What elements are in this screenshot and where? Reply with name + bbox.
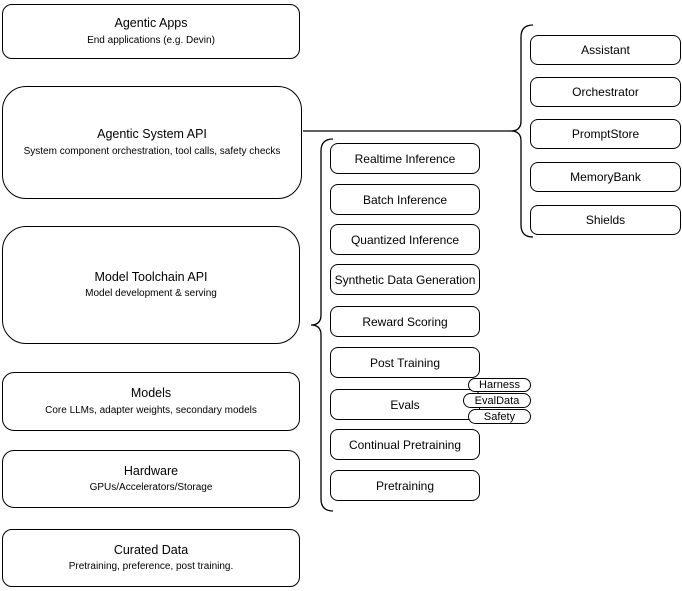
- tag-evaldata: EvalData: [463, 393, 531, 408]
- node-subtitle: Pretraining, preference, post training.: [68, 561, 234, 573]
- node-model-toolchain-api: Model Toolchain API Model development & …: [2, 226, 300, 344]
- node-batch-inference: Batch Inference: [330, 184, 480, 215]
- node-hardware: Hardware GPUs/Accelerators/Storage: [2, 450, 300, 508]
- node-title: Models: [130, 386, 172, 401]
- node-shields: Shields: [530, 205, 681, 235]
- node-agentic-apps: Agentic Apps End applications (e.g. Devi…: [2, 4, 300, 59]
- node-agentic-system-api: Agentic System API System component orch…: [2, 86, 302, 199]
- node-curated-data: Curated Data Pretraining, preference, po…: [2, 529, 300, 587]
- node-subtitle: End applications (e.g. Devin): [87, 34, 215, 46]
- node-synthetic-data-generation: Synthetic Data Generation: [330, 264, 480, 295]
- tag-harness: Harness: [468, 378, 531, 392]
- node-subtitle: Core LLMs, adapter weights, secondary mo…: [45, 404, 257, 416]
- node-subtitle: System component orchestration, tool cal…: [23, 145, 281, 157]
- node-title: Agentic System API: [97, 127, 207, 142]
- node-promptstore: PromptStore: [530, 119, 681, 149]
- node-subtitle: GPUs/Accelerators/Storage: [89, 482, 213, 494]
- node-evals: Evals: [330, 389, 480, 420]
- node-orchestrator: Orchestrator: [530, 77, 681, 107]
- node-pretraining: Pretraining: [330, 470, 480, 501]
- node-title: Model Toolchain API: [94, 269, 208, 284]
- node-subtitle: Model development & serving: [85, 288, 217, 300]
- node-realtime-inference: Realtime Inference: [330, 143, 480, 174]
- node-title: Agentic Apps: [114, 16, 188, 31]
- tag-safety: Safety: [468, 409, 531, 424]
- node-reward-scoring: Reward Scoring: [330, 306, 480, 337]
- node-title: Hardware: [123, 463, 179, 478]
- node-quantized-inference: Quantized Inference: [330, 224, 480, 255]
- node-assistant: Assistant: [530, 35, 681, 65]
- node-title: Curated Data: [113, 542, 189, 557]
- node-post-training: Post Training: [330, 347, 480, 378]
- node-memorybank: MemoryBank: [530, 162, 681, 192]
- node-continual-pretraining: Continual Pretraining: [330, 429, 480, 460]
- node-models: Models Core LLMs, adapter weights, secon…: [2, 372, 300, 431]
